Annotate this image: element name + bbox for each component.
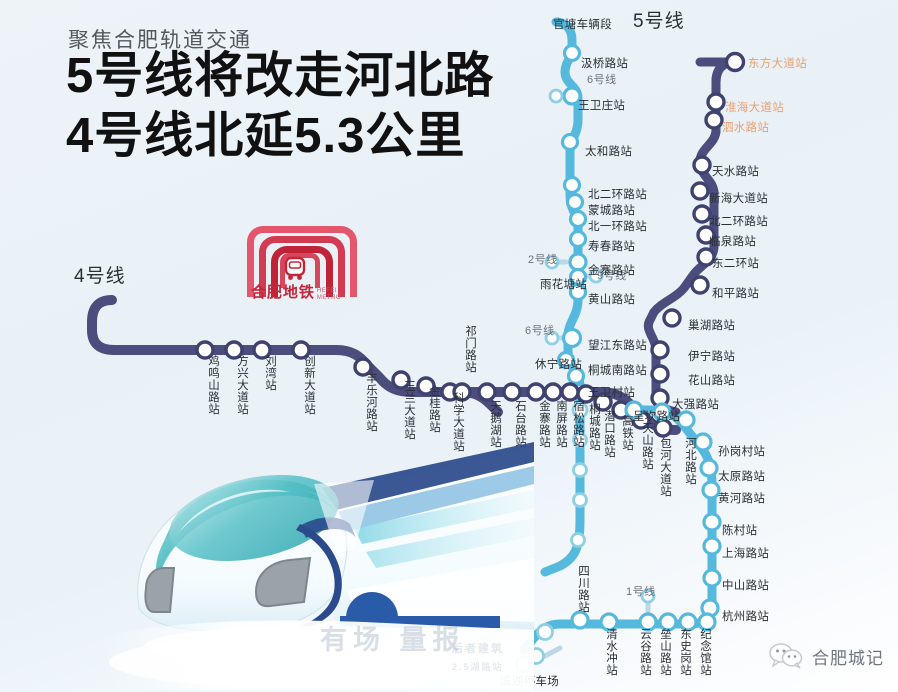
station-label: 丰乐河路站 <box>365 372 377 432</box>
wechat-account-name: 合肥城记 <box>812 648 884 668</box>
line4-west-stations <box>195 340 460 402</box>
station-label: 王卫庄站 <box>578 100 626 112</box>
station-label: 玉兰大道站 <box>403 380 415 440</box>
station-label: 新海大道站 <box>709 193 768 205</box>
station-label: 河北路站 <box>684 437 696 485</box>
station-label: 祁门路站 <box>464 325 476 373</box>
line5-southeast-stations <box>624 400 722 618</box>
station-label: 雨花塘站 <box>540 279 588 291</box>
station-label: 鸡鸣山路站 <box>207 355 219 415</box>
branch-tag-line1-bottom: 1号线 <box>626 586 656 598</box>
train-glyph-icon <box>284 256 306 280</box>
station-label: 花山路站 <box>688 375 736 387</box>
faint-interchange-rings <box>544 88 656 604</box>
station-label: 高铁站 <box>621 415 633 451</box>
station-label: 金桂路站 <box>428 385 440 433</box>
station-label: 科学大道站 <box>452 392 464 452</box>
station-label: 桐城南路站 <box>588 365 647 377</box>
station-label: 太和路站 <box>585 146 633 158</box>
station-label: 天水路站 <box>712 166 760 178</box>
station-label: 北二环路站 <box>588 189 647 201</box>
wechat-icon <box>769 643 803 669</box>
station-label: 官塘车辆段 <box>553 19 612 31</box>
station-label: 休宁路站 <box>535 359 583 371</box>
station-label: 刘湾站 <box>264 355 276 391</box>
station-label: 泗水路站 <box>722 122 770 134</box>
station-label: 南屏路站 <box>555 400 567 448</box>
station-label: 大强路站 <box>672 399 720 411</box>
station-label: 天鹅湖站 <box>489 400 501 448</box>
headline-line-2: 4号线北延5.3公里 <box>66 109 466 163</box>
station-label: 天山路站 <box>641 422 653 470</box>
station-label: 宿松路站 <box>572 400 584 448</box>
watermark-text: 有场 量报 <box>320 625 466 655</box>
station-label: 东二环站 <box>712 258 760 270</box>
wechat-account-footer[interactable]: 合肥城记 <box>769 642 884 670</box>
branch-tag-line6-north: 6号线 <box>587 74 617 86</box>
station-label: 黄山路站 <box>588 294 636 306</box>
station-label: 桐城路站 <box>588 403 600 451</box>
station-label: 石台路站 <box>514 400 526 448</box>
station-label: 王卫村站 <box>588 387 636 399</box>
station-label: 呈坎路站 <box>633 411 681 423</box>
station-label: 淮海大道站 <box>725 102 784 114</box>
station-label: 陈村站 <box>722 525 758 537</box>
station-label: 东史岗站 <box>679 628 691 676</box>
station-label: 寿春路站 <box>588 241 636 253</box>
station-label: 上海路站 <box>722 548 770 560</box>
station-label: 创新大道站 <box>303 355 315 415</box>
headline-line-1: 5号线将改走河北路 <box>66 49 495 103</box>
branch-tag-line2: 2号线 <box>528 254 558 266</box>
watermark-small-1: 后者建筑 <box>452 643 504 655</box>
line5-north-stations <box>556 43 590 402</box>
watermark-small-2: 2.5湖路站 <box>452 662 504 672</box>
station-label: 临泉路站 <box>709 236 757 248</box>
station-label: 孙岗村站 <box>718 446 766 458</box>
kicker-text: 聚焦合肥轨道交通 <box>68 29 252 52</box>
logo-cn-text: 合肥地铁 <box>250 284 315 301</box>
hefei-metro-logo <box>247 220 357 304</box>
station-label: 方兴大道站 <box>236 355 248 415</box>
station-label: 清水冲站 <box>605 628 617 676</box>
station-label: 望江东路站 <box>588 340 647 352</box>
station-label: 金寨路站 <box>588 265 636 277</box>
line5-lower-faint-stations <box>570 401 589 548</box>
line5-south-west-path <box>540 413 585 577</box>
station-label: 和平路站 <box>712 288 760 300</box>
station-label: 东方大道站 <box>748 58 807 70</box>
branch-tag-line6-mid: 6号线 <box>525 325 555 337</box>
station-label: 北二环路站 <box>709 216 768 228</box>
station-label: 潜口路站 <box>603 410 615 458</box>
line-tag-line4: 4号线 <box>74 266 126 287</box>
station-label: 四川路站 <box>577 565 589 613</box>
train-illustration <box>104 442 534 690</box>
line4-north-stations <box>650 51 746 408</box>
line-tag-line5: 5号线 <box>633 11 685 32</box>
station-label: 巢湖路站 <box>688 320 736 332</box>
station-label: 纪念馆站 <box>699 628 711 676</box>
station-label: 金寨路站 <box>538 400 550 448</box>
station-label: 云谷路站 <box>639 628 651 676</box>
station-label: 垒山路站 <box>659 628 671 676</box>
station-label: 蒙城路站 <box>588 205 636 217</box>
stub-binhu <box>542 645 563 659</box>
station-label: 黄河路站 <box>718 493 766 505</box>
station-label: 杭州路站 <box>722 611 770 623</box>
station-label: 汲桥路站 <box>581 58 629 70</box>
station-label: 中山路站 <box>722 580 770 592</box>
station-label: 伊宁路站 <box>688 351 736 363</box>
station-label: 北一环路站 <box>588 221 647 233</box>
station-label: 太原路站 <box>718 471 766 483</box>
station-label: 包河大道站 <box>659 437 671 497</box>
branch-tag-line9: 9号线 <box>597 270 627 282</box>
